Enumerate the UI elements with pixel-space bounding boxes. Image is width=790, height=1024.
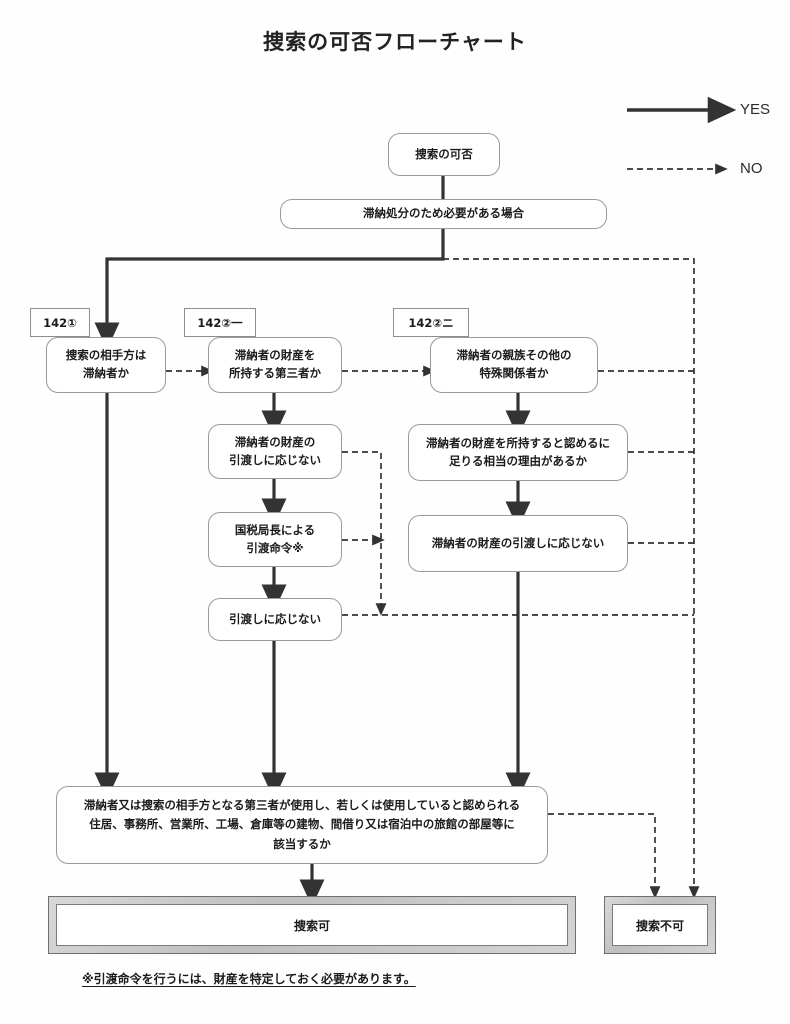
node-search-allowed-inner: 捜索可 <box>56 904 568 946</box>
edge-big-no <box>548 813 661 899</box>
tag-142-1-label: 142① <box>43 315 77 330</box>
edge-m1-no <box>342 451 387 616</box>
node-q1[interactable]: 捜索の相手方は 滞納者か <box>46 337 166 393</box>
node-search-allowed[interactable]: 捜索可 <box>48 896 576 954</box>
page-title: 捜索の可否フローチャート <box>263 30 527 54</box>
node-big-line3: 該当するか <box>273 836 331 851</box>
tag-142-2-i-label: 142②一 <box>197 315 243 330</box>
node-need-label: 滞納処分のため必要がある場合 <box>363 206 524 221</box>
node-r1-line1: 滞納者の財産を所持すると認めるに <box>426 435 610 450</box>
node-m2-line2: 引渡命令※ <box>246 540 304 555</box>
edge-need-yes <box>94 226 445 350</box>
node-r2[interactable]: 滞納者の財産の引渡しに応じない <box>408 515 628 572</box>
tag-142-2-i: 142②一 <box>184 308 256 337</box>
node-q1-line1: 捜索の相手方は <box>65 348 147 363</box>
edge-need-no <box>443 258 700 899</box>
legend-no-label: NO <box>740 160 763 177</box>
node-big-line1: 滞納者又は捜索の相手方となる第三者が使用し、若しくは使用していると認められる <box>83 797 521 812</box>
node-search-denied-inner: 捜索不可 <box>612 904 708 946</box>
node-q1-line2: 滞納者か <box>83 366 129 380</box>
node-search-allowed-label: 捜索可 <box>293 918 330 933</box>
tag-142-2-ni: 142②ニ <box>393 308 469 337</box>
node-big-criteria[interactable]: 滞納者又は捜索の相手方となる第三者が使用し、若しくは使用していると認められる 住… <box>56 786 548 864</box>
node-m1[interactable]: 滞納者の財産の 引渡しに応じない <box>208 424 342 479</box>
node-start-label: 捜索の可否 <box>415 146 473 161</box>
node-search-denied-label: 捜索不可 <box>635 918 684 933</box>
node-big-line2: 住居、事務所、営業所、工場、倉庫等の建物、間借り又は宿泊中の旅館の部屋等に <box>89 817 515 832</box>
node-r1[interactable]: 滞納者の財産を所持すると認めるに 足りる相当の理由があるか <box>408 424 628 481</box>
node-r2-line1: 滞納者の財産の引渡しに応じない <box>431 535 605 550</box>
node-start[interactable]: 捜索の可否 <box>388 133 500 176</box>
node-m3-line1: 引渡しに応じない <box>229 611 321 626</box>
node-m3[interactable]: 引渡しに応じない <box>208 598 342 641</box>
node-q2-line2: 所持する第三者か <box>229 366 321 380</box>
node-q3[interactable]: 滞納者の親族その他の 特殊関係者か <box>430 337 598 393</box>
node-need[interactable]: 滞納処分のため必要がある場合 <box>280 199 607 229</box>
tag-142-2-ni-label: 142②ニ <box>408 315 454 330</box>
node-q3-line2: 特殊関係者か <box>479 366 549 380</box>
tag-142-1: 142① <box>30 308 90 337</box>
node-r1-line2: 足りる相当の理由があるか <box>449 453 587 468</box>
node-m2[interactable]: 国税局長による 引渡命令※ <box>208 512 342 567</box>
node-search-denied[interactable]: 捜索不可 <box>604 896 716 954</box>
footnote: ※引渡命令を行うには、財産を特定しておく必要があります。 <box>82 972 416 986</box>
node-q2[interactable]: 滞納者の財産を 所持する第三者か <box>208 337 342 393</box>
legend-yes-label: YES <box>740 101 771 118</box>
node-q2-line1: 滞納者の財産を <box>234 348 316 363</box>
node-m1-line2: 引渡しに応じない <box>229 452 321 467</box>
node-m1-line1: 滞納者の財産の <box>234 434 316 449</box>
node-q3-line1: 滞納者の親族その他の <box>456 348 572 363</box>
node-m2-line1: 国税局長による <box>234 522 316 537</box>
